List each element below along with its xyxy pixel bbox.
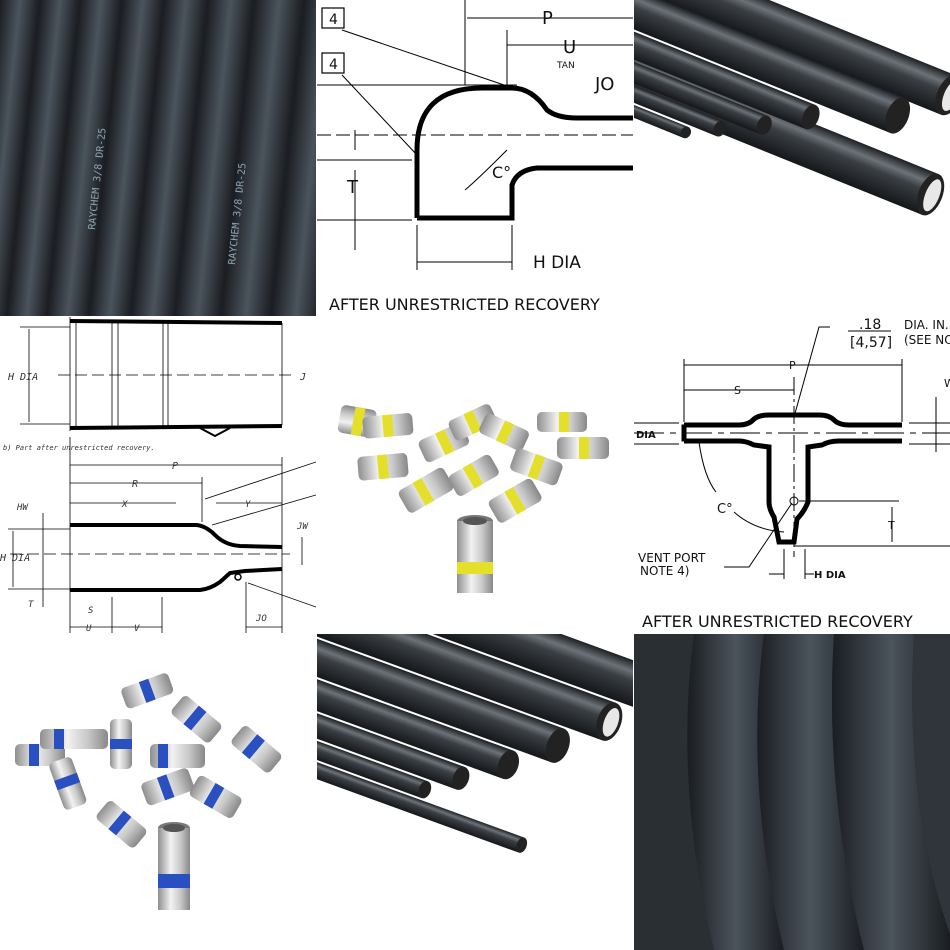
- dim-p: P: [172, 461, 178, 472]
- dim-dia: DIA: [636, 430, 656, 441]
- dim-t: T: [887, 519, 895, 532]
- dim-j: J: [299, 372, 306, 383]
- dim-jo: JO: [594, 74, 614, 95]
- dim-jw: JW: [296, 522, 309, 532]
- hole-note: DIA. IN.: [904, 318, 949, 332]
- dim-v: V: [134, 624, 140, 633]
- dim-t: T: [346, 177, 359, 198]
- photo-cable-closeup: [634, 634, 950, 950]
- dim-s: S: [88, 606, 94, 616]
- vent-port-note: NOTE 4): [640, 564, 689, 578]
- dim-h-dia: H DIA: [533, 253, 581, 273]
- angle-c: C°: [717, 502, 733, 517]
- photo-connectors-yellow: [317, 317, 633, 633]
- dim-h-dia: H DIA: [7, 372, 38, 383]
- vent-port-label: VENT PORT: [638, 551, 706, 565]
- photo-connectors-blue: [0, 634, 316, 950]
- dim-p: P: [542, 8, 553, 29]
- dim-x: X: [121, 500, 128, 510]
- diagram-boot: H DIA J b) Part after unrestricted recov…: [0, 317, 316, 633]
- note-tag: 4: [329, 12, 338, 28]
- photo-heat-shrink-tubes-2: [317, 634, 633, 950]
- dim-u: U: [86, 624, 92, 633]
- photo-heat-shrink-tubes: [634, 0, 950, 316]
- note-tag: 4: [329, 57, 338, 73]
- diagram-tee: .18 [4,57] DIA. IN. (SEE NO P S W DIA C°…: [634, 317, 950, 633]
- dim-t: T: [28, 600, 34, 610]
- dim-jo: JO: [255, 614, 267, 624]
- dim-s: S: [734, 384, 741, 397]
- caption: b) Part after unrestricted recovery.: [3, 444, 155, 452]
- dim-h-dia: H DIA: [0, 553, 30, 564]
- dim-p: P: [789, 359, 796, 372]
- diagram-elbow: 4 4 P U TAN JO C° T H DIA AFTER UNRESTRI…: [317, 0, 633, 316]
- label-tan: TAN: [556, 61, 575, 71]
- angle-c: C°: [492, 163, 511, 182]
- photo-cable-coil: RAYCHEM 3/8 DR-25 RAYCHEM 3/8 DR-25: [0, 0, 316, 316]
- see-note: (SEE NO: [904, 333, 950, 347]
- hole-dia-in: .18: [859, 317, 881, 333]
- caption: AFTER UNRESTRICTED RECOVERY: [329, 295, 600, 314]
- dim-r: R: [132, 479, 138, 490]
- dim-hw: HW: [16, 503, 29, 513]
- dim-u: U: [563, 37, 576, 58]
- hole-dia-mm: [4,57]: [850, 335, 892, 351]
- caption: AFTER UNRESTRICTED RECOVERY: [642, 612, 913, 631]
- dim-h-dia: H DIA: [814, 570, 846, 581]
- dim-y: Y: [245, 500, 251, 510]
- dim-w: W: [944, 377, 950, 390]
